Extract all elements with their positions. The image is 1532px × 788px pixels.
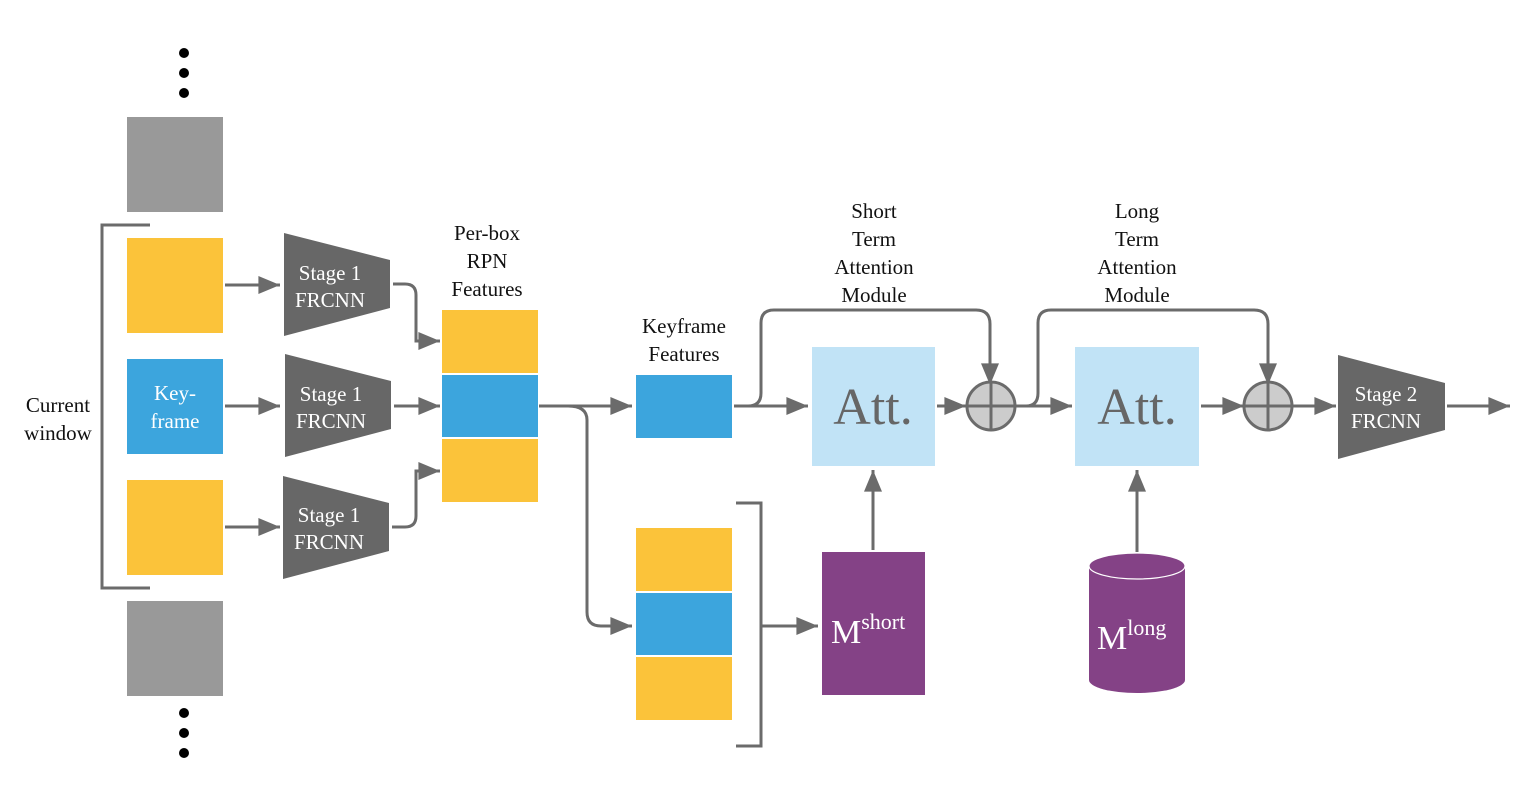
stage1-detector-middle: Stage 1 FRCNN [285,354,391,457]
long-memory-sup: long [1127,615,1166,640]
short-term-title-line4: Module [841,283,906,307]
keyframe-features-title-line1: Keyframe [642,314,726,338]
arrow-rpn-to-context-stack [567,404,633,635]
long-term-title-line2: Term [1115,227,1159,251]
short-memory-label: Mshort [831,609,905,651]
arrow-stage1-top-to-rpn [393,282,440,350]
keyframe-features-block [636,375,732,438]
long-memory-label: Mlong [1097,615,1166,657]
arrow-stage1-bottom-to-rpn [392,462,440,529]
support-frame-bottom [127,480,223,575]
short-term-skip-connection [747,308,999,408]
stage1-middle-line2: FRCNN [296,409,366,433]
stage1-top-line1: Stage 1 [299,261,361,285]
long-term-title-line3: Attention [1097,255,1177,279]
short-attention-label: Att. [833,379,912,436]
context-frame-bottom [127,601,223,696]
short-memory-sup: short [861,609,905,634]
stage1-top-line2: FRCNN [295,288,365,312]
ellipsis-top [179,48,189,98]
short-term-title-line2: Term [852,227,896,251]
short-memory-block [822,552,925,695]
stage1-bottom-line1: Stage 1 [298,503,360,527]
context-frame-top [127,117,223,212]
ellipsis-bottom [179,708,189,758]
rpn-title-line1: Per-box [454,221,521,245]
long-memory-cylinder [1088,552,1186,693]
context-feature-stack [636,528,732,720]
context-bracket [736,501,763,748]
context-feature-support-top [636,528,732,591]
keyframe-features-title-line2: Features [648,342,719,366]
short-attention-block [812,347,935,466]
window-label-line1: Current [26,393,90,417]
rpn-feature-keyframe [442,375,538,437]
keyframe [127,359,223,454]
short-memory-base: M [831,614,861,651]
long-attention-label: Att. [1097,379,1176,436]
stage2-detector: Stage 2 FRCNN [1338,355,1445,459]
keyframe-label-line2: frame [151,409,200,433]
rpn-feature-stack [442,310,538,502]
context-feature-keyframe [636,593,732,655]
rpn-title-line2: RPN [467,249,508,273]
long-term-skip-connection [1025,308,1277,408]
support-frame-top [127,238,223,333]
short-term-title-line3: Attention [834,255,914,279]
keyframe-label-line1: Key- [154,381,196,405]
rpn-feature-support-bottom [442,439,538,502]
rpn-feature-support-top [442,310,538,373]
long-memory-base: M [1097,620,1127,657]
short-term-title-line1: Short [851,199,897,223]
long-attention-block [1075,347,1199,466]
context-feature-support-bottom [636,657,732,720]
rpn-title-line3: Features [451,277,522,301]
stage1-bottom-line2: FRCNN [294,530,364,554]
stage1-detector-top: Stage 1 FRCNN [284,233,390,336]
long-sum-node [1242,380,1294,432]
stage2-line1: Stage 2 [1355,382,1417,406]
window-bracket [100,223,150,590]
stage1-middle-line1: Stage 1 [300,382,362,406]
long-term-title-line1: Long [1115,199,1160,223]
stage2-line2: FRCNN [1351,409,1421,433]
short-sum-node [965,380,1017,432]
window-label-line2: window [24,421,93,445]
stage1-detector-bottom: Stage 1 FRCNN [283,476,389,579]
long-term-title-line4: Module [1104,283,1169,307]
